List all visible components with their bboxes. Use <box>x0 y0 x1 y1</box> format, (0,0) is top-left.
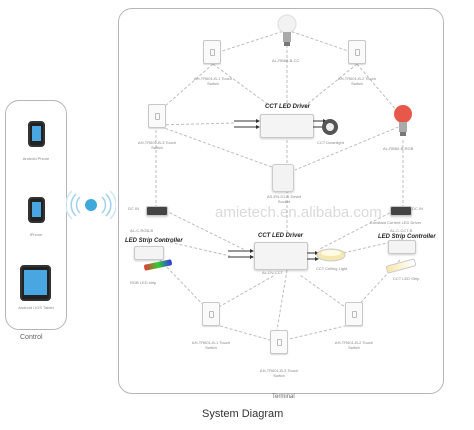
touch-switch-mid-left <box>148 104 166 128</box>
switch-mid-left-label: AH-TR601-B-3 Touch Switch <box>137 140 177 150</box>
touch-switch-top-right <box>348 40 366 64</box>
cct-strip-label: CCT LED Strip <box>393 276 420 281</box>
bulb-rgb-icon <box>394 105 412 136</box>
smart-socket-label: AS-EN-S1-B Smart Socket <box>266 194 302 204</box>
diagram-caption: System Diagram <box>202 408 284 420</box>
switch-bottom-mid-label: AH-TR601-B-3 Touch Switch <box>259 368 299 378</box>
touch-switch-bottom-mid <box>270 330 288 354</box>
switch-top-left-label: AH-TR601-B-1 Touch Switch <box>193 76 233 86</box>
touch-switch-bottom-right <box>345 302 363 326</box>
downlight-icon <box>322 119 338 135</box>
touch-switch-top-left <box>203 40 221 64</box>
switch-bottom-left-label: AH-TR601-B-1 Touch Switch <box>191 340 231 350</box>
strip-controller-right-title: LED Strip Controller <box>378 234 436 240</box>
dc-in-right-label: DC IN <box>412 206 423 211</box>
bulb-top-label: AL-RB60-B-CC <box>272 58 300 63</box>
dc-in-left-label: DC IN <box>128 206 139 211</box>
switch-bottom-right-label: AH-TR601-B-2 Touch Switch <box>334 340 374 350</box>
downlight-label: CCT Downlight <box>317 140 344 145</box>
terminal-label: Terminal <box>272 394 295 400</box>
touch-switch-bottom-left <box>202 302 220 326</box>
strip-right-code: AL-C-CCT-B <box>390 228 413 233</box>
android-phone-label: Android Phone <box>22 156 50 161</box>
control-panel: Android Phone iPhone Android / iOS Table… <box>5 100 67 330</box>
wireless-signal-icon <box>66 190 116 220</box>
tablet-label: Android / iOS Tablet <box>18 305 54 310</box>
iphone-label: iPhone <box>29 232 43 237</box>
smart-socket-icon <box>272 164 294 192</box>
driver-mid-output-arrows <box>307 251 319 261</box>
android-phone-icon <box>28 121 45 147</box>
cct-driver-top <box>260 114 314 138</box>
constant-current-label: Constant Current LED Driver <box>370 220 422 225</box>
bulb-top-icon <box>277 14 297 46</box>
strip-controller-right <box>388 240 416 254</box>
driver-mid-code: AL-DV-CCT <box>262 270 284 275</box>
driver-top-input-arrows <box>234 119 260 129</box>
dc-in-right-adapter <box>390 206 412 216</box>
switch-top-right-label: AH-TR601-B-2 Touch Switch <box>337 76 377 86</box>
strip-left-code: AL-C-RGB-B <box>130 228 154 233</box>
tablet-icon <box>20 265 51 301</box>
cct-driver-mid <box>254 242 308 270</box>
strip-controller-left-title: LED Strip Controller <box>125 238 183 244</box>
dc-in-left-adapter <box>146 206 168 216</box>
driver-mid-input-arrows <box>228 249 254 259</box>
driver-top-title: CCT LED Driver <box>265 104 311 110</box>
rgb-strip-label: RGB LED strip <box>130 280 157 285</box>
terminal-panel <box>118 8 444 394</box>
bulb-rgb-label: AL-RB60-B-RGB <box>383 146 414 151</box>
control-label: Control <box>20 334 43 341</box>
strip-controller-left <box>134 246 164 260</box>
ceiling-light-icon <box>316 248 346 262</box>
iphone-icon <box>28 197 45 223</box>
ceiling-light-label: CCT Ceiling Light <box>316 266 348 271</box>
driver-mid-title: CCT LED Driver <box>258 233 304 239</box>
watermark: amietech.en.alibaba.com <box>215 204 382 221</box>
